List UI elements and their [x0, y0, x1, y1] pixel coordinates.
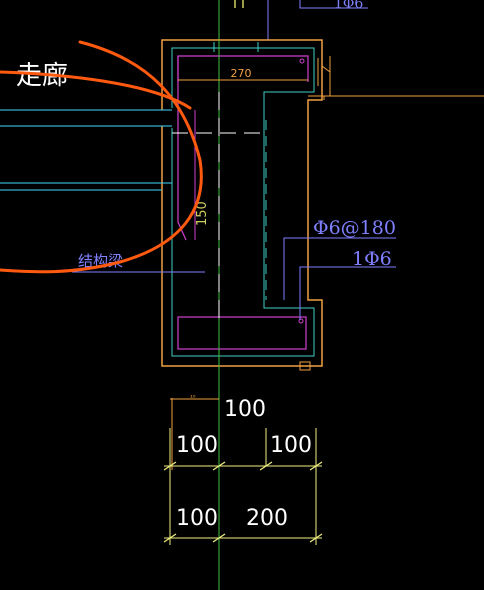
dim-tick [212, 533, 226, 543]
concrete-cover-line [171, 47, 315, 357]
dim-100-lower-label: 100 [176, 506, 218, 531]
bar-leader [299, 266, 396, 320]
top-bar-label: 1Φ6 [334, 0, 363, 12]
dim-tick [212, 461, 226, 471]
section-outline [161, 39, 323, 367]
dim-270-label: 270 [231, 67, 252, 80]
dim-tick [259, 461, 273, 471]
dim-150-label: 150 [195, 201, 210, 226]
bar-label: 1Φ6 [352, 248, 392, 270]
stirrup-label: Φ6@180 [313, 217, 396, 239]
dim-100-right-label: 100 [270, 433, 312, 458]
dim-tiny-label: ¹⁰ [190, 394, 196, 402]
dim-200-lower-label: 200 [246, 506, 288, 531]
dim-tick [309, 533, 323, 543]
stirrup-leader [283, 237, 396, 300]
dim-tick [163, 533, 177, 543]
dim-right-tick [321, 65, 331, 73]
outline-corner [299, 361, 311, 371]
sketch-curve [0, 70, 192, 110]
dim-tick [309, 461, 323, 471]
dim-100-top-label: 100 [224, 397, 266, 422]
leader-top-right [299, 0, 368, 9]
stirrup-vertical [177, 100, 187, 241]
dim-100-left-label: 100 [176, 433, 218, 458]
dim-tick [163, 461, 177, 471]
rebar-dot [299, 58, 305, 64]
bottom-rebar [177, 316, 307, 350]
sketch-curve [0, 40, 203, 274]
rebar-dot [298, 318, 304, 324]
